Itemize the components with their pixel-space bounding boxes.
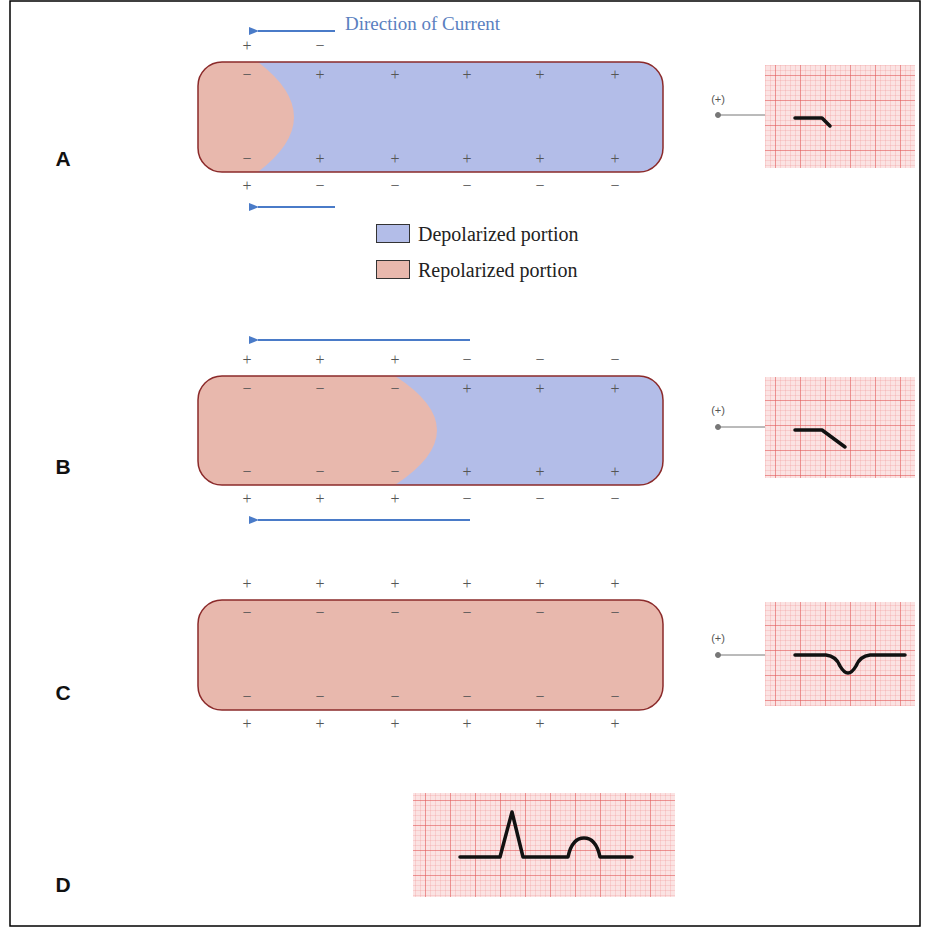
charge-sign: + xyxy=(315,716,324,732)
charge-sign: − xyxy=(315,689,324,705)
charge-sign: − xyxy=(390,464,399,480)
charge-sign: − xyxy=(462,605,471,621)
charge-sign: + xyxy=(315,491,324,507)
cell-a xyxy=(190,55,663,180)
charge-sign: − xyxy=(462,491,471,507)
charge-sign: − xyxy=(535,352,544,368)
charge-sign: + xyxy=(315,151,324,167)
charge-sign: + xyxy=(535,67,544,83)
charge-sign: − xyxy=(390,178,399,194)
panel-letter: A xyxy=(55,148,70,169)
legend-swatch xyxy=(376,260,410,279)
charge-sign: + xyxy=(610,151,619,167)
charge-sign: − xyxy=(242,464,251,480)
charge-sign: − xyxy=(390,605,399,621)
charge-sign: + xyxy=(535,716,544,732)
cell-c xyxy=(198,600,663,710)
panel-letter: C xyxy=(55,682,70,703)
cell-b xyxy=(190,370,663,492)
charge-sign: − xyxy=(535,491,544,507)
current-arrow xyxy=(258,206,335,208)
charge-sign: − xyxy=(535,178,544,194)
charge-sign: + xyxy=(610,67,619,83)
legend-text: Repolarized portion xyxy=(418,260,577,280)
charge-sign: − xyxy=(315,178,324,194)
charge-sign: + xyxy=(390,491,399,507)
charge-sign: + xyxy=(242,491,251,507)
charge-sign: + xyxy=(315,67,324,83)
charge-sign: + xyxy=(462,464,471,480)
charge-sign: − xyxy=(610,178,619,194)
charge-sign: − xyxy=(242,689,251,705)
frame xyxy=(10,1,920,926)
charge-sign: + xyxy=(462,381,471,397)
charge-sign: − xyxy=(242,67,251,83)
charge-sign: − xyxy=(242,151,251,167)
legend-swatch xyxy=(376,224,410,243)
charge-sign: − xyxy=(315,381,324,397)
charge-sign: − xyxy=(462,689,471,705)
charge-sign: − xyxy=(610,605,619,621)
charge-sign: − xyxy=(242,381,251,397)
current-arrow xyxy=(258,519,470,521)
electrode-label: (+) xyxy=(711,94,725,105)
charge-sign: − xyxy=(315,605,324,621)
charge-sign: − xyxy=(315,38,324,54)
charge-sign: − xyxy=(462,178,471,194)
charge-sign: − xyxy=(535,689,544,705)
electrode-label: (+) xyxy=(711,633,725,644)
charge-sign: + xyxy=(315,576,324,592)
charge-sign: + xyxy=(610,381,619,397)
charge-sign: + xyxy=(390,151,399,167)
charge-sign: + xyxy=(242,716,251,732)
charge-sign: + xyxy=(610,576,619,592)
current-arrow xyxy=(258,339,470,341)
charge-sign: + xyxy=(390,576,399,592)
charge-sign: + xyxy=(535,464,544,480)
charge-sign: + xyxy=(242,352,251,368)
charge-sign: + xyxy=(610,464,619,480)
charge-sign: + xyxy=(462,151,471,167)
charge-sign: − xyxy=(462,352,471,368)
charge-sign: + xyxy=(242,576,251,592)
charge-sign: + xyxy=(535,381,544,397)
panel-letter: D xyxy=(55,874,70,895)
charge-sign: + xyxy=(535,151,544,167)
charge-sign: − xyxy=(610,689,619,705)
charge-sign: + xyxy=(315,352,324,368)
charge-sign: + xyxy=(242,178,251,194)
charge-sign: + xyxy=(390,716,399,732)
charge-sign: − xyxy=(242,605,251,621)
current-label: Direction of Current xyxy=(345,14,500,33)
ecg-grid xyxy=(413,65,915,897)
current-arrow xyxy=(258,30,335,32)
charge-sign: + xyxy=(390,352,399,368)
charge-sign: − xyxy=(610,352,619,368)
charge-sign: + xyxy=(242,38,251,54)
charge-sign: − xyxy=(390,381,399,397)
charge-sign: − xyxy=(535,605,544,621)
electrode-label: (+) xyxy=(711,405,725,416)
legend-text: Depolarized portion xyxy=(418,224,579,244)
charge-sign: + xyxy=(462,576,471,592)
electrode xyxy=(716,113,766,658)
panel-letter: B xyxy=(55,456,70,477)
charge-sign: + xyxy=(390,67,399,83)
charge-sign: + xyxy=(462,67,471,83)
charge-sign: + xyxy=(535,576,544,592)
charge-sign: − xyxy=(315,464,324,480)
charge-sign: + xyxy=(610,716,619,732)
charge-sign: − xyxy=(390,689,399,705)
charge-sign: + xyxy=(462,716,471,732)
charge-sign: − xyxy=(610,491,619,507)
